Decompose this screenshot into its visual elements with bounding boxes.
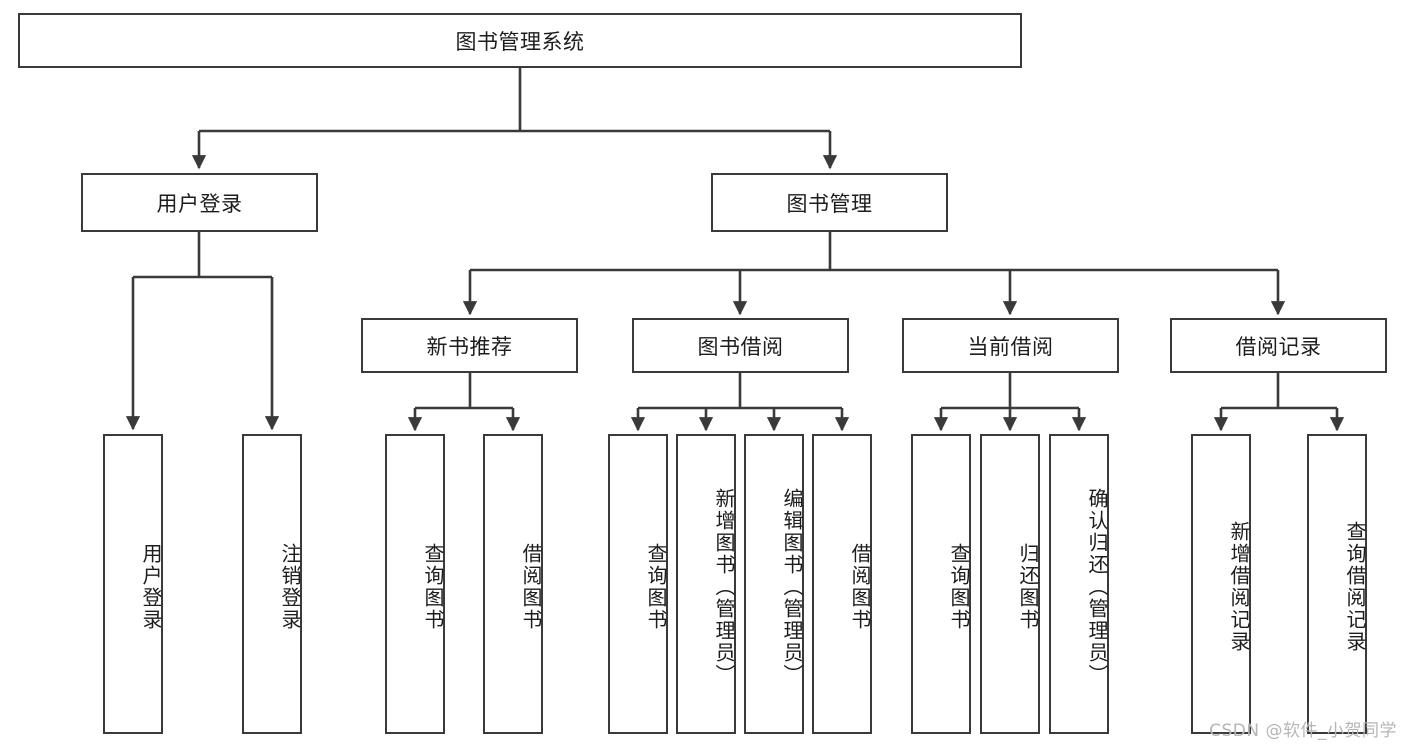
node-leaf-borrow-lend-label: 借阅图书 [848, 543, 872, 631]
node-leaf-borrow-lend[interactable]: 借阅图书 [812, 434, 872, 734]
node-leaf-user-logout-label: 注销登录 [278, 543, 302, 631]
node-user-login[interactable]: 用户登录 [81, 173, 318, 232]
node-leaf-user-logout[interactable]: 注销登录 [242, 434, 302, 734]
node-leaf-borrow-query[interactable]: 查询图书 [608, 434, 668, 734]
node-leaf-user-login-label: 用户登录 [139, 543, 163, 631]
node-leaf-newbook-borrow[interactable]: 借阅图书 [483, 434, 543, 734]
node-new-book-recommend-label: 新书推荐 [426, 334, 513, 359]
node-book-borrow-label: 图书借阅 [697, 334, 784, 359]
node-leaf-current-confirm-label: 确认归还（管理员） [1085, 488, 1109, 686]
node-root[interactable]: 图书管理系统 [18, 13, 1022, 68]
node-leaf-newbook-query[interactable]: 查询图书 [385, 434, 445, 734]
node-borrow-record-label: 借阅记录 [1235, 334, 1322, 359]
node-leaf-current-return-label: 归还图书 [1016, 543, 1040, 631]
node-leaf-record-query[interactable]: 查询借阅记录 [1307, 434, 1367, 734]
node-leaf-record-add-label: 新增借阅记录 [1227, 521, 1251, 653]
node-borrow-record[interactable]: 借阅记录 [1170, 318, 1387, 373]
node-new-book-recommend[interactable]: 新书推荐 [361, 318, 578, 373]
node-leaf-record-add[interactable]: 新增借阅记录 [1191, 434, 1251, 734]
node-leaf-borrow-edit-label: 编辑图书（管理员） [780, 488, 804, 686]
node-leaf-current-confirm[interactable]: 确认归还（管理员） [1049, 434, 1109, 734]
node-leaf-newbook-borrow-label: 借阅图书 [519, 543, 543, 631]
node-leaf-current-return[interactable]: 归还图书 [980, 434, 1040, 734]
node-leaf-borrow-query-label: 查询图书 [644, 543, 668, 631]
node-leaf-borrow-add-label: 新增图书（管理员） [712, 488, 736, 686]
node-book-manage[interactable]: 图书管理 [711, 173, 948, 232]
node-leaf-current-query-label: 查询图书 [947, 543, 971, 631]
node-root-label: 图书管理系统 [455, 29, 585, 54]
node-leaf-user-login[interactable]: 用户登录 [103, 434, 163, 734]
node-user-login-label: 用户登录 [156, 191, 243, 216]
node-leaf-newbook-query-label: 查询图书 [421, 543, 445, 631]
node-leaf-borrow-edit[interactable]: 编辑图书（管理员） [744, 434, 804, 734]
node-current-borrow-label: 当前借阅 [967, 334, 1054, 359]
node-current-borrow[interactable]: 当前借阅 [902, 318, 1119, 373]
node-leaf-current-query[interactable]: 查询图书 [911, 434, 971, 734]
node-book-borrow[interactable]: 图书借阅 [632, 318, 849, 373]
node-leaf-record-query-label: 查询借阅记录 [1343, 521, 1367, 653]
watermark: CSDN @软件_小贺同学 [1209, 721, 1397, 741]
node-leaf-borrow-add[interactable]: 新增图书（管理员） [676, 434, 736, 734]
node-book-manage-label: 图书管理 [786, 191, 873, 216]
